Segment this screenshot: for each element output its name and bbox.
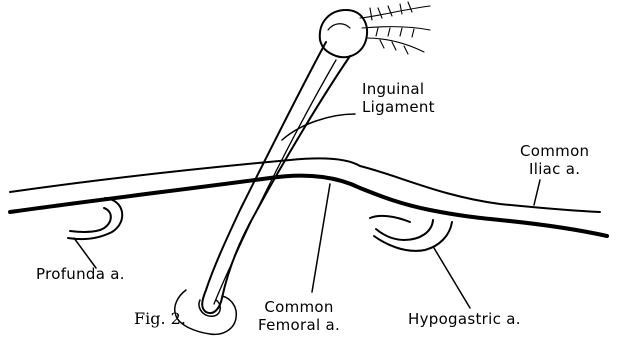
label-profunda: Profunda a. (36, 265, 125, 283)
label-hypogastric: Hypogastric a. (408, 310, 521, 328)
figure-caption: Fig. 2. (134, 309, 186, 328)
ligament-attachment-head (320, 10, 367, 57)
leader-common-iliac (534, 180, 540, 205)
label-common-femoral: Common Femoral a. (258, 298, 340, 334)
leader-profunda (74, 238, 96, 268)
label-iliac-line2: Iliac a. (520, 160, 589, 178)
ligament-fibers (360, 2, 430, 54)
leader-inguinal-ligament (282, 114, 355, 140)
hypogastric-branch-inner (376, 220, 433, 240)
leader-common-femoral (312, 184, 330, 292)
hypogastric-branch-top (370, 216, 410, 222)
label-inguinal-line1: Inguinal (362, 80, 435, 98)
label-inguinal-line2: Ligament (362, 98, 435, 116)
label-common-iliac: Common Iliac a. (520, 142, 589, 178)
ligament-attachment-detail (328, 24, 350, 30)
profunda-branch-inner (70, 208, 111, 232)
artery-upper-wall (10, 158, 600, 212)
leader-hypogastric (434, 248, 470, 308)
label-inguinal-ligament: Inguinal Ligament (362, 80, 435, 116)
label-iliac-line1: Common (520, 142, 589, 160)
label-femoral-line2: Femoral a. (258, 316, 340, 334)
label-femoral-line1: Common (258, 298, 340, 316)
